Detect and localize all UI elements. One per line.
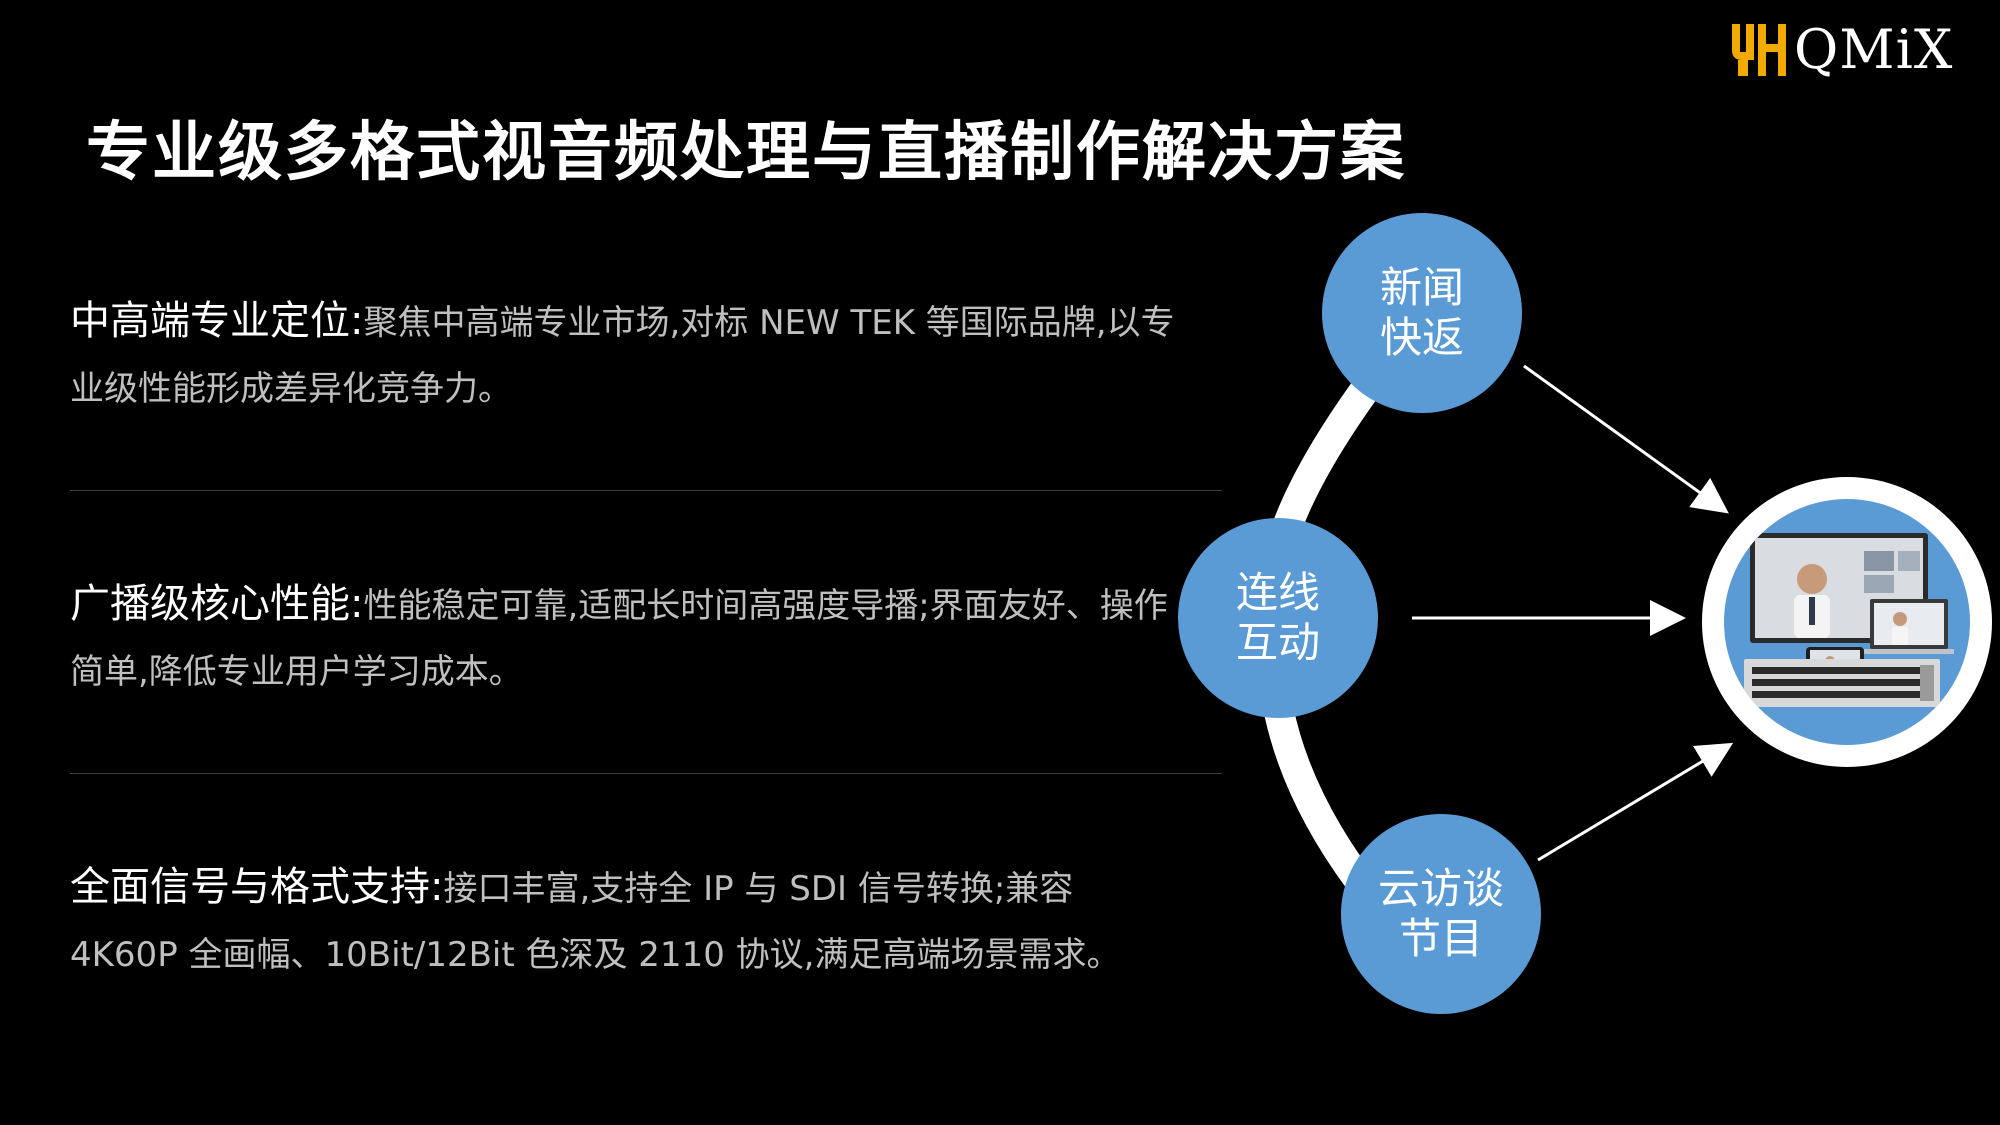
- workflow-diagram: 新闻 快返 连线 互动 云访谈 节目: [1150, 190, 2000, 1040]
- feature-positioning: 中高端专业定位:聚焦中高端专业市场,对标 NEW TEK 等国际品牌,以专业级性…: [70, 288, 1190, 422]
- feature-text: 接口丰富,支持全 IP 与 SDI 信号转换;兼容 4K60P 全画幅、10Bi…: [70, 869, 1121, 975]
- arrow-cloud-interview: [1537, 742, 1734, 862]
- divider: [70, 773, 1222, 774]
- feature-text: 聚焦中高端专业市场,对标 NEW TEK 等国际品牌,以专业级性能形成差异化竞争…: [70, 303, 1175, 409]
- node-label-line2: 互动: [1235, 618, 1320, 667]
- feature-performance: 广播级核心性能:性能稳定可靠,适配长时间高强度导播;界面友好、操作简单,降低专业…: [70, 571, 1190, 705]
- page-title: 专业级多格式视音频处理与直播制作解决方案: [86, 116, 1406, 190]
- node-live-interaction: 连线 互动: [1178, 518, 1378, 718]
- qmix-logo: QMiX: [1728, 14, 1968, 86]
- product-badge: [1702, 477, 1992, 767]
- node-news-return: 新闻 快返: [1322, 213, 1522, 413]
- feature-text: 性能稳定可靠,适配长时间高强度导播;界面友好、操作简单,降低专业用户学习成本。: [70, 586, 1168, 692]
- feature-heading: 中高端专业定位:: [70, 298, 364, 344]
- feature-signal-support: 全面信号与格式支持:接口丰富,支持全 IP 与 SDI 信号转换;兼容 4K60…: [70, 854, 1190, 988]
- node-label-line2: 快返: [1379, 313, 1464, 362]
- arrow-news: [1523, 364, 1729, 514]
- node-cloud-interview: 云访谈 节目: [1341, 814, 1541, 1014]
- node-label-line2: 节目: [1398, 914, 1483, 963]
- logo-text: QMiX: [1794, 18, 1954, 81]
- video-production-system-icon: [1724, 499, 1970, 745]
- logo-mark-icon: [1732, 24, 1786, 76]
- node-label-line1: 新闻: [1379, 263, 1464, 312]
- node-label-line1: 连线: [1235, 568, 1320, 617]
- feature-heading: 广播级核心性能:: [70, 581, 364, 627]
- feature-heading: 全面信号与格式支持:: [70, 864, 444, 910]
- node-label-line1: 云访谈: [1377, 864, 1504, 913]
- divider: [70, 490, 1222, 491]
